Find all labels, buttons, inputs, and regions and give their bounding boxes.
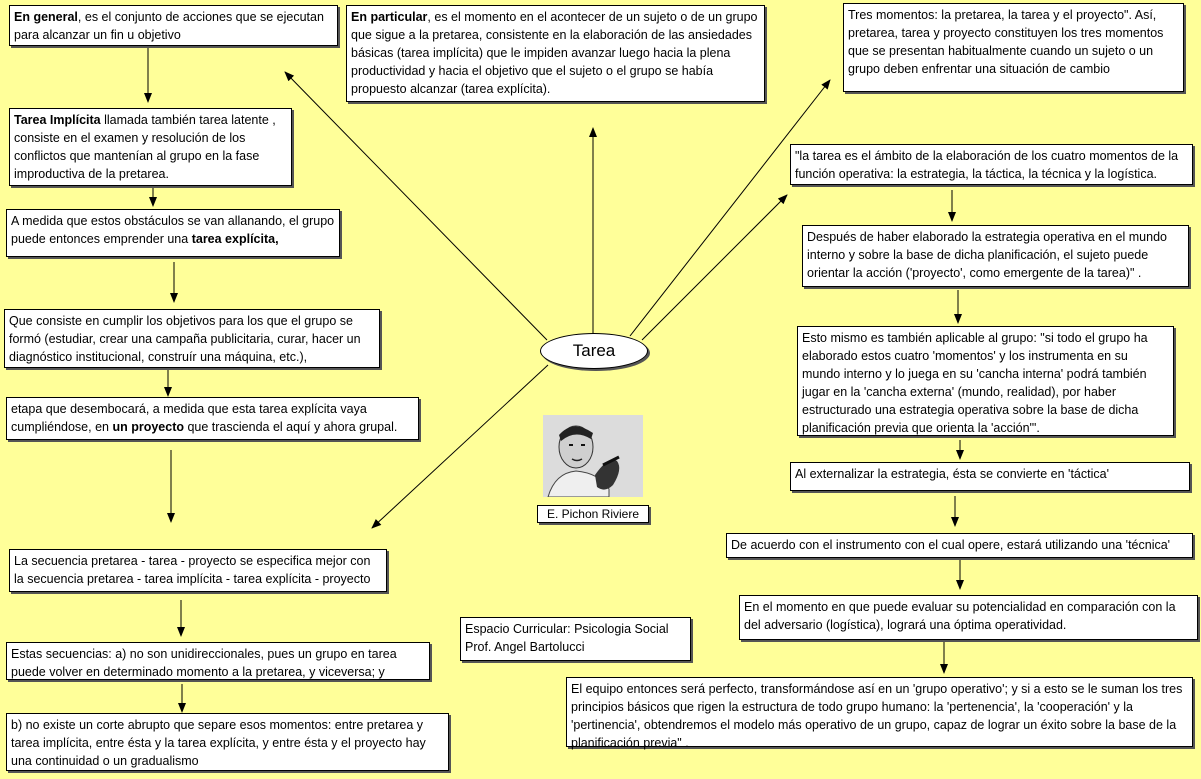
box-evaluar: En el momento en que puede evaluar su po… bbox=[739, 595, 1198, 640]
box-en-general: En general, es el conjunto de acciones q… bbox=[9, 5, 338, 46]
box-que-consiste: Que consiste en cumplir los objetivos pa… bbox=[4, 309, 380, 368]
box-instrumento: De acuerdo con el instrumento con el cua… bbox=[726, 533, 1193, 558]
box-espacio-curricular: Espacio Curricular: Psicologia Social Pr… bbox=[460, 617, 691, 661]
portrait-illustration bbox=[543, 415, 643, 497]
box-tres-momentos: Tres momentos: la pretarea, la tarea y e… bbox=[843, 3, 1184, 92]
link-center-ambito bbox=[641, 194, 788, 341]
box-a-medida: A medida que estos obstáculos se van all… bbox=[6, 209, 340, 257]
link-center-tres bbox=[629, 79, 831, 337]
box-tarea-implicita: Tarea Implícita llamada también tarea la… bbox=[9, 108, 292, 186]
box-externalizar: Al externalizar la estrategia, ésta se c… bbox=[790, 462, 1190, 491]
portrait-caption: E. Pichon Riviere bbox=[537, 505, 649, 523]
box-equipo: El equipo entonces será perfecto, transf… bbox=[566, 677, 1193, 750]
portrait-photo bbox=[543, 415, 643, 497]
box-corte: b) no existe un corte abrupto que separe… bbox=[6, 713, 449, 771]
box-estas-secuencias: Estas secuencias: a) no son unidireccion… bbox=[6, 642, 430, 680]
box-etapa: etapa que desembocará, a medida que esta… bbox=[6, 397, 419, 440]
link-center-secuencia bbox=[371, 364, 549, 529]
link-center-general bbox=[284, 71, 548, 341]
box-despues: Después de haber elaborado la estrategia… bbox=[802, 225, 1189, 287]
box-en-particular: En particular, es el momento en el acont… bbox=[346, 5, 765, 102]
box-ambito: "la tarea es el ámbito de la elaboración… bbox=[790, 144, 1193, 185]
box-esto-mismo: Esto mismo es también aplicable al grupo… bbox=[797, 326, 1174, 436]
center-node-tarea: Tarea bbox=[540, 333, 648, 369]
box-secuencia: La secuencia pretarea - tarea - proyecto… bbox=[9, 549, 387, 592]
